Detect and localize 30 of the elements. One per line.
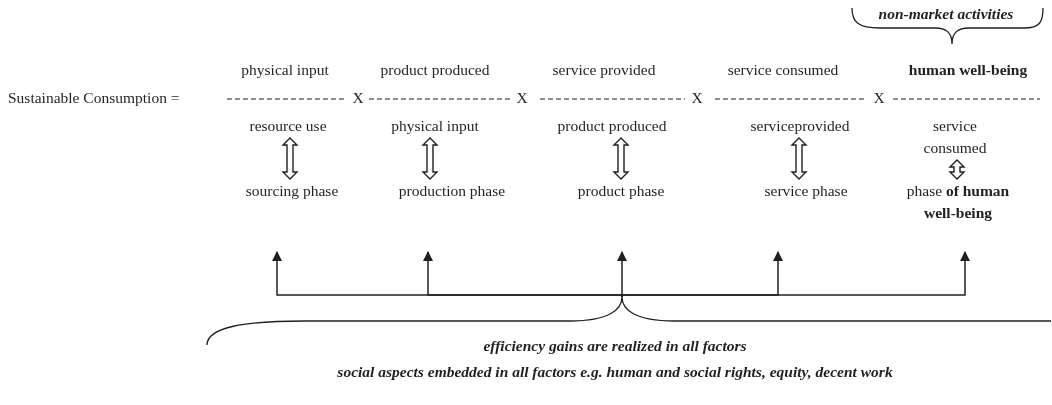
- double-arrow: [612, 137, 630, 180]
- numerator-text: service provided: [552, 61, 656, 79]
- phase-label: sourcing phase: [245, 180, 339, 202]
- arrow: [621, 251, 970, 298]
- phase-label: production phase: [398, 180, 506, 202]
- numerator-text: product produced: [380, 61, 490, 79]
- multiply-sign: X: [691, 89, 703, 107]
- denominator-text: service consumed: [906, 115, 1004, 159]
- summary-text: social aspects embedded in all factors e.g. human and social rights, equity, decent work: [337, 363, 893, 381]
- denominator-text: physical input: [391, 115, 479, 137]
- summary-text: efficiency gains are realized in all factors: [483, 337, 747, 355]
- multiply-sign: X: [873, 89, 885, 107]
- double-arrow: [790, 137, 808, 180]
- denominator-text: resource use: [249, 115, 327, 137]
- equation-text: Sustainable Consumption =: [8, 89, 180, 107]
- multiply-sign: X: [516, 89, 528, 107]
- phase-label: service phase: [764, 180, 848, 202]
- phase-label: phase of human well-being: [894, 180, 1022, 224]
- brace-label: non-market activities: [878, 5, 1014, 23]
- phase-label: product phase: [577, 180, 665, 202]
- double-arrow: [421, 137, 439, 180]
- multiply-sign: X: [352, 89, 364, 107]
- double-arrow: [948, 159, 966, 180]
- numerator-text: service consumed: [727, 61, 839, 79]
- numerator-text: physical input: [241, 61, 329, 79]
- denominator-text: product produced: [557, 115, 667, 137]
- double-arrow: [281, 137, 299, 180]
- arrow: [423, 251, 623, 298]
- denominator-text: serviceprovided: [750, 115, 850, 137]
- numerator-text: human well-being: [908, 61, 1028, 79]
